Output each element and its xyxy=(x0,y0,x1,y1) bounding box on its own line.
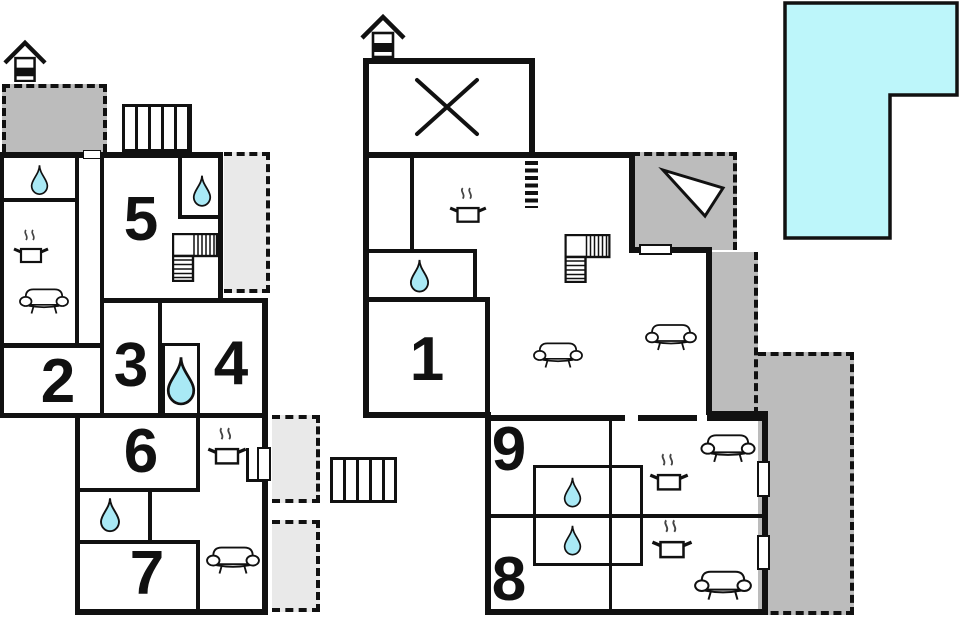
wall xyxy=(158,298,162,418)
room-label-9: 9 xyxy=(491,415,527,484)
wall xyxy=(262,298,268,418)
room-label-5: 5 xyxy=(123,185,159,254)
wall xyxy=(473,249,477,301)
stove-icon xyxy=(206,426,248,470)
door-window xyxy=(757,461,770,497)
doorway-gap xyxy=(625,415,638,422)
terrace-light-upper-right xyxy=(224,152,270,293)
room-label-2: 2 xyxy=(40,347,76,416)
pool-icon xyxy=(783,1,959,240)
wall xyxy=(491,514,762,518)
wall xyxy=(363,297,490,302)
room-label-4: 4 xyxy=(213,329,249,398)
stairs-icon xyxy=(172,233,218,282)
wall xyxy=(367,249,477,253)
terrace-light-mid xyxy=(272,415,320,503)
door-window xyxy=(639,244,672,255)
wall xyxy=(0,343,104,348)
terrace-dark-strip xyxy=(712,252,758,415)
wall xyxy=(75,609,268,615)
wall xyxy=(629,152,635,253)
terrace-dark-top-right xyxy=(632,152,737,250)
wall xyxy=(178,215,223,219)
room-label-1: 1 xyxy=(409,325,445,394)
wall xyxy=(529,58,535,158)
wall xyxy=(178,152,182,219)
wall xyxy=(706,411,768,417)
water-drop-icon xyxy=(98,494,122,536)
water-drop-icon xyxy=(408,258,431,294)
room-label-3: 3 xyxy=(113,331,149,400)
wall xyxy=(706,247,712,418)
wall xyxy=(363,152,635,158)
wall xyxy=(246,479,265,482)
wall xyxy=(485,415,491,615)
wall xyxy=(0,198,78,202)
stove-icon xyxy=(648,452,690,496)
wall xyxy=(196,418,200,492)
door-window xyxy=(757,535,770,570)
wall xyxy=(363,58,535,64)
wall xyxy=(196,540,200,612)
terrace-dark-big xyxy=(758,352,854,615)
wall xyxy=(75,413,80,615)
water-drop-icon xyxy=(562,524,583,557)
sofa-icon xyxy=(19,284,69,316)
chimney-icon xyxy=(2,38,48,82)
wall xyxy=(0,152,4,418)
stairs-icon xyxy=(563,234,612,283)
door-window xyxy=(257,447,271,481)
water-drop-icon xyxy=(29,162,50,198)
room-label-8: 8 xyxy=(491,545,527,614)
door-window xyxy=(83,150,101,159)
terrace-light-lower xyxy=(272,520,320,612)
shower-box xyxy=(533,465,643,566)
wall xyxy=(262,418,268,615)
wall xyxy=(100,155,104,418)
outdoor-steps-icon xyxy=(330,457,397,503)
bathroom-box xyxy=(162,343,200,418)
stove-icon xyxy=(448,186,488,228)
closed-area-icon xyxy=(415,78,479,136)
opening-dashes xyxy=(525,161,538,208)
sofa-icon xyxy=(533,338,583,370)
wall xyxy=(0,413,268,418)
stove-icon xyxy=(12,228,50,268)
stove-icon xyxy=(650,518,694,564)
room-label-6: 6 xyxy=(123,417,159,486)
doorway-gap xyxy=(697,415,707,422)
wall xyxy=(148,488,152,544)
room-label-7: 7 xyxy=(129,539,165,608)
wall xyxy=(79,488,198,492)
wall xyxy=(75,155,79,346)
wall xyxy=(100,298,268,303)
wall xyxy=(762,411,768,615)
wall xyxy=(363,412,491,418)
wall xyxy=(218,152,223,303)
wall xyxy=(79,540,198,544)
wall xyxy=(246,448,249,482)
chimney-icon xyxy=(360,12,406,58)
wall xyxy=(485,297,490,418)
sofa-icon xyxy=(645,318,697,354)
wall xyxy=(0,152,223,158)
wall xyxy=(485,609,768,615)
sofa-icon xyxy=(694,566,752,602)
water-drop-icon xyxy=(164,350,198,412)
sofa-icon xyxy=(206,542,260,576)
sofa-icon xyxy=(700,430,756,464)
terrace-pointer-icon xyxy=(658,167,726,219)
wall xyxy=(363,58,369,418)
water-drop-icon xyxy=(562,476,583,509)
terrace-dark-left xyxy=(2,84,107,152)
wall xyxy=(410,158,414,253)
entrance-steps-icon xyxy=(122,104,192,152)
water-drop-icon xyxy=(191,172,213,210)
